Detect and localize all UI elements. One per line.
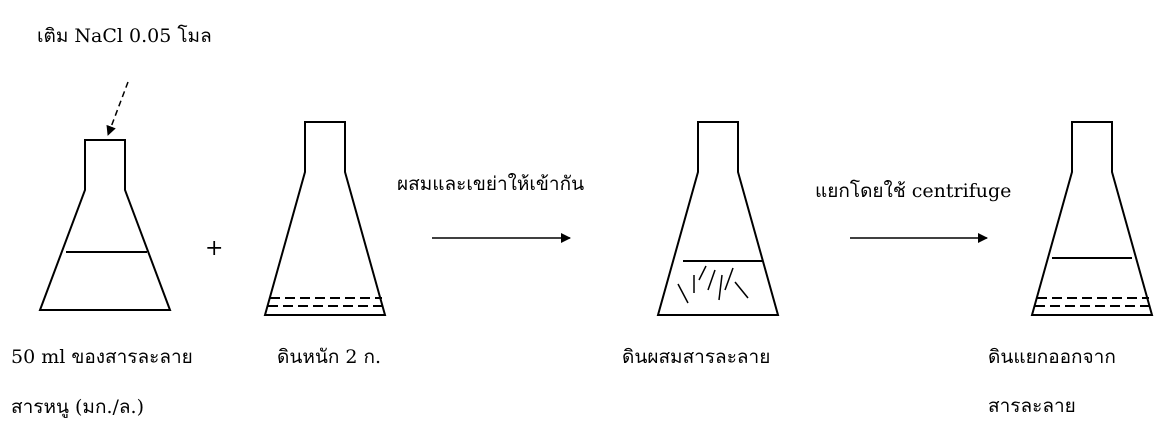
suspended-soil-particles (677, 265, 749, 304)
flask-4-caption-line2: สารละลาย (988, 395, 1076, 417)
flask-1-caption-line2: สารหนู (มก./ล.) (11, 396, 144, 418)
plus-sign: + (205, 236, 224, 261)
flask-3-caption: ดินผสมสารละลาย (622, 346, 771, 368)
flask-separated (1030, 121, 1154, 316)
flask-2-caption: ดินหนัก 2 ก. (277, 346, 382, 368)
flask-soil (263, 121, 387, 316)
flask-4-caption-line1: ดินแยกออกจาก (988, 346, 1116, 368)
flask-1-caption-line1: 50 ml ของสารละลาย (11, 346, 193, 368)
add-reagent-arrow (106, 81, 129, 136)
add-reagent-label: เติม NaCl 0.05 โมล (37, 25, 212, 47)
separate-step-label: แยกโดยใช้ centrifuge (815, 180, 1012, 202)
mix-step-label: ผสมและเขย่าให้เข้ากัน (397, 173, 585, 195)
flask-solution (38, 139, 172, 311)
flask-soil-mixture (656, 121, 780, 316)
